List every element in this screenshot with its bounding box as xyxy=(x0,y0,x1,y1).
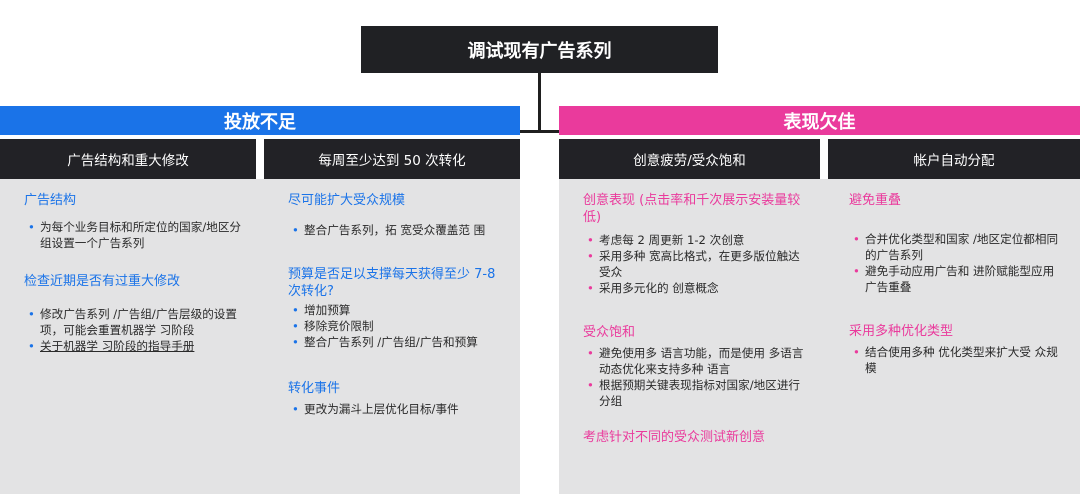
list-item: 移除竞价限制 xyxy=(288,318,510,334)
subheader-account-allocation: 帐户自动分配 xyxy=(828,139,1080,179)
list-budget: 增加预算 移除竞价限制 整合广告系列 /广告组/广告和预算 xyxy=(288,302,510,350)
subheader-creative-fatigue: 创意疲劳/受众饱和 xyxy=(559,139,820,179)
branch-underdelivery-header: 投放不足 xyxy=(0,106,520,135)
list-item: 避免使用多 语言功能，而是使用 多语言动态优化来支持多种 语言 xyxy=(583,345,811,377)
subheader-ad-structure: 广告结构和重大修改 xyxy=(0,139,256,179)
column-ad-structure: 广告结构 为每个业务目标和所定位的国家/地区分组设置一个广告系列 检查近期是否有… xyxy=(24,192,248,354)
connector-vertical xyxy=(538,73,541,131)
root-title: 调试现有广告系列 xyxy=(467,40,612,62)
list-item: 增加预算 xyxy=(288,302,510,318)
list-multiple-optimization: 结合使用多种 优化类型来扩大受 众规模 xyxy=(849,344,1061,376)
section-title-creative-performance: 创意表现 (点击率和千次展示安装量较低) xyxy=(583,193,801,225)
list-item: 结合使用多种 优化类型来扩大受 众规模 xyxy=(849,344,1061,376)
list-item: 整合广告系列，拓 宽受众覆盖范 围 xyxy=(288,222,510,238)
column-account-allocation: 避免重叠 合并优化类型和国家 /地区定位都相同的广告系列 避免手动应用广告和 进… xyxy=(849,192,1061,376)
learning-phase-guide-link[interactable]: 关于机器学 习阶段的指导手册 xyxy=(24,338,248,354)
list-ad-structure: 为每个业务目标和所定位的国家/地区分组设置一个广告系列 xyxy=(24,219,248,251)
branch-underperforming-title: 表现欠佳 xyxy=(783,111,856,133)
list-item: 整合广告系列 /广告组/广告和预算 xyxy=(288,334,510,350)
connector-horizontal xyxy=(520,130,559,133)
column-creative-fatigue: 创意表现 (点击率和千次展示安装量较低) 考虑每 2 周更新 1-2 次创意 采… xyxy=(583,192,811,446)
section-title-test-creatives: 考虑针对不同的受众测试新创意 xyxy=(583,430,766,445)
list-item: 修改广告系列 /广告组/广告层级的设置项，可能会重置机器学 习阶段 xyxy=(24,306,248,338)
list-item: 根据预期关键表现指标对国家/地区进行分组 xyxy=(583,377,811,409)
section-title-audience-size: 尽可能扩大受众规模 xyxy=(288,193,406,208)
section-title-conversion-event: 转化事件 xyxy=(288,381,341,396)
list-item: 更改为漏斗上层优化目标/事件 xyxy=(288,401,510,417)
section-title-recent-changes: 检查近期是否有过重大修改 xyxy=(24,274,181,289)
list-audience-size: 整合广告系列，拓 宽受众覆盖范 围 xyxy=(288,222,510,238)
section-title-avoid-overlap: 避免重叠 xyxy=(849,193,902,208)
section-title-budget: 预算是否足以支撑每天获得至少 7-8 次转化? xyxy=(288,267,496,299)
list-item: 采用多元化的 创意概念 xyxy=(583,280,811,296)
section-title-ad-structure: 广告结构 xyxy=(24,193,77,208)
list-item: 避免手动应用广告和 进阶赋能型应用广告重叠 xyxy=(849,263,1061,295)
root-title-box: 调试现有广告系列 xyxy=(361,26,718,73)
list-creative-performance: 考虑每 2 周更新 1-2 次创意 采用多种 宽高比格式，在更多版位触达受众 采… xyxy=(583,232,811,296)
list-item: 合并优化类型和国家 /地区定位都相同的广告系列 xyxy=(849,231,1061,263)
section-title-audience-saturation: 受众饱和 xyxy=(583,325,636,340)
section-title-multiple-optimization: 采用多种优化类型 xyxy=(849,324,954,339)
column-weekly-conversions: 尽可能扩大受众规模 整合广告系列，拓 宽受众覆盖范 围 预算是否足以支撑每天获得… xyxy=(288,192,510,417)
subheader-weekly-conversions: 每周至少达到 50 次转化 xyxy=(264,139,520,179)
list-item: 考虑每 2 周更新 1-2 次创意 xyxy=(583,232,811,248)
list-recent-changes: 修改广告系列 /广告组/广告层级的设置项，可能会重置机器学 习阶段 关于机器学 … xyxy=(24,306,248,354)
list-item: 采用多种 宽高比格式，在更多版位触达受众 xyxy=(583,248,811,280)
branch-underperforming-header: 表现欠佳 xyxy=(559,106,1080,135)
branch-underdelivery-title: 投放不足 xyxy=(224,111,296,133)
list-conversion-event: 更改为漏斗上层优化目标/事件 xyxy=(288,401,510,417)
list-avoid-overlap: 合并优化类型和国家 /地区定位都相同的广告系列 避免手动应用广告和 进阶赋能型应… xyxy=(849,231,1061,295)
list-audience-saturation: 避免使用多 语言功能，而是使用 多语言动态优化来支持多种 语言 根据预期关键表现… xyxy=(583,345,811,409)
list-item: 为每个业务目标和所定位的国家/地区分组设置一个广告系列 xyxy=(24,219,248,251)
